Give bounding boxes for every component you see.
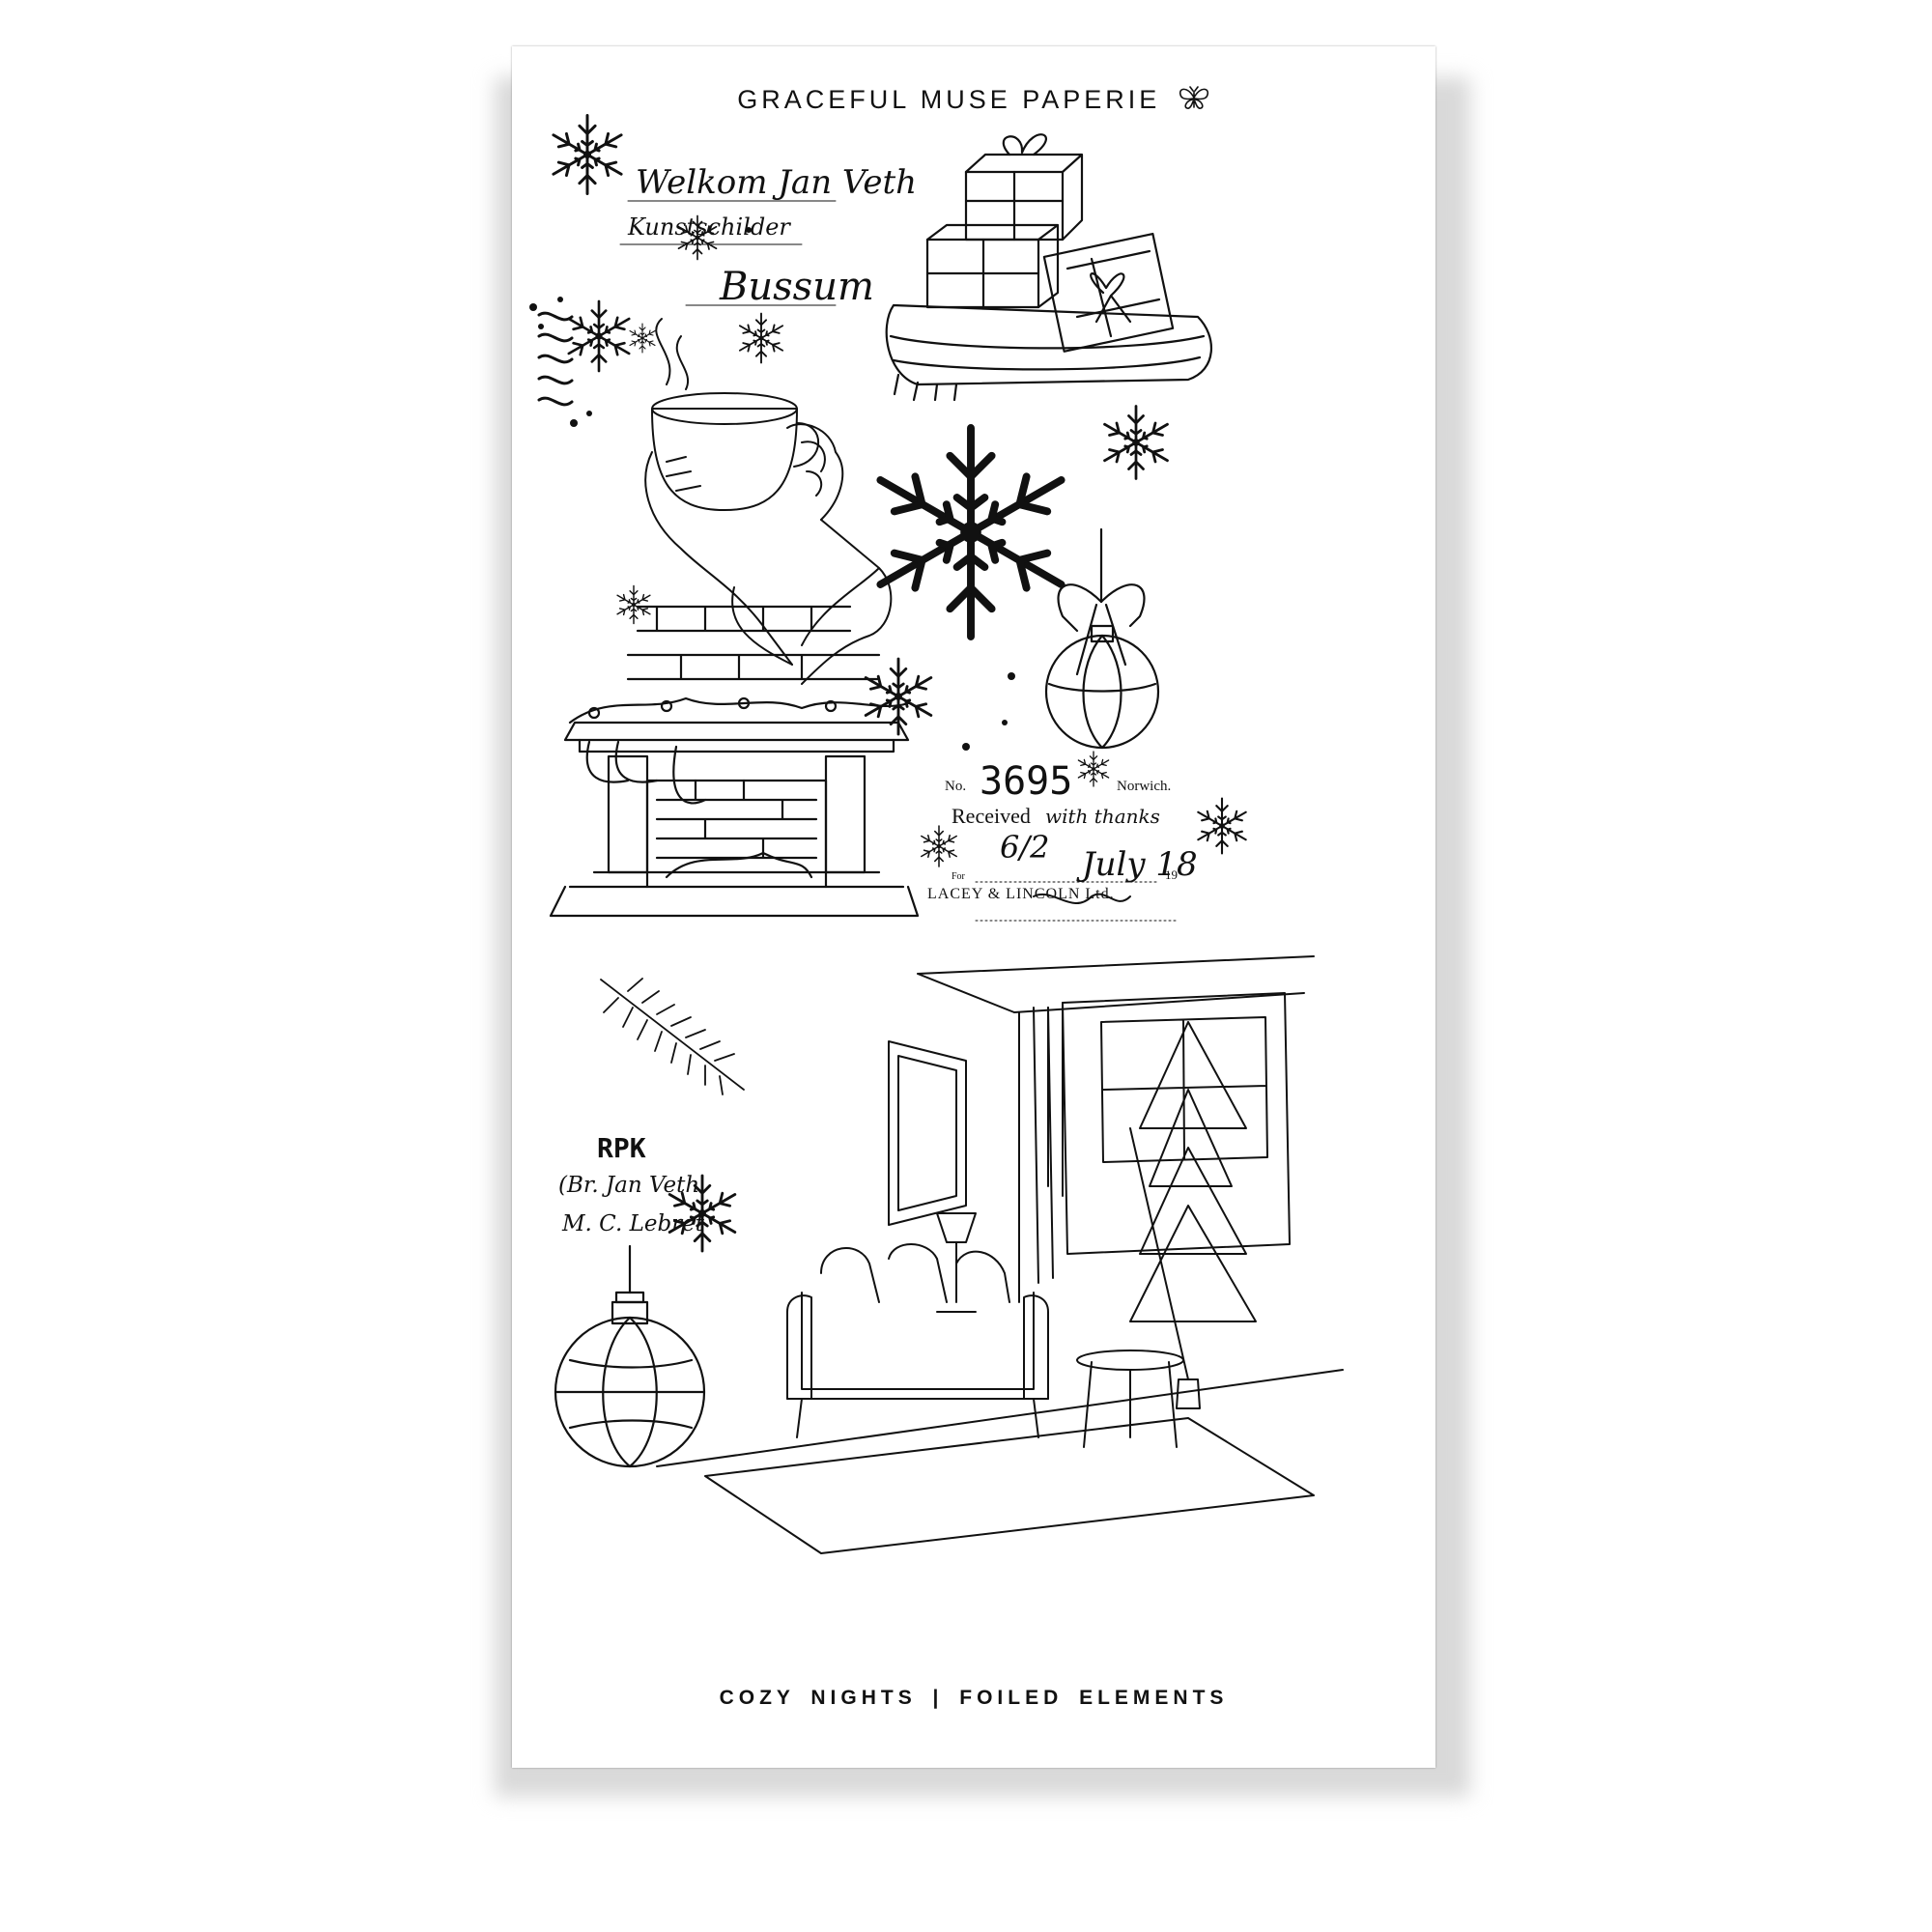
receipt-sticker: No. 3695 Norwich. Received with thanks 6… [921,751,1247,922]
rpk-line-2: (Br. Jan Veth [558,1173,699,1198]
rpk-line-3: M. C. Lebret [561,1211,705,1236]
snowflake-icon [738,312,784,364]
pine-branch-sticker [600,978,745,1095]
snowflake-icon [616,584,651,625]
large-snowflake-icon [880,428,1061,637]
receipt-with-thanks: with thanks [1045,805,1160,828]
script-line-3: Bussum [719,265,874,309]
rpk-stamp: RPK [597,1132,646,1164]
snowflake-icon [629,323,656,354]
postmark-sticker [537,299,784,625]
snowflake-icon [1197,797,1247,855]
hands-holding-cup-sticker [644,318,893,685]
receipt-amount: 6/2 [1000,829,1050,866]
sticker-sheet: GRACEFUL MUSE PAPERIE [512,46,1435,1768]
living-room-sticker [656,955,1344,1554]
receipt-date: July 18 [1076,845,1198,884]
receipt-city: Norwich. [1117,779,1171,794]
snowflake-icon [567,299,631,373]
receipt-number: 3695 [980,759,1072,804]
snowflake-icon [1103,405,1169,480]
script-line-1: Welkom Jan Veth [636,163,917,202]
brand-header: GRACEFUL MUSE PAPERIE [512,85,1435,115]
script-note-sticker: Welkom Jan Veth Kunstschilder Bussum [529,114,917,354]
snowflake-icon [1077,751,1110,787]
butterfly-icon [1179,86,1208,109]
receipt-company: LACEY & LINCOLN Ltd. [927,886,1115,902]
snowflake-icon [552,114,623,195]
snowflake-icon [921,825,957,867]
gifts-on-blanket-sticker [885,133,1212,402]
sheet-footer: COZY NIGHTS | FOILED ELEMENTS [719,1687,1229,1709]
rpk-note-sticker: RPK (Br. Jan Veth M. C. Lebret [558,1132,737,1253]
script-line-2: Kunstschilder [627,213,791,241]
receipt-year: 19 [1165,867,1178,882]
brand-name: GRACEFUL MUSE PAPERIE [737,85,1161,114]
hanging-ornament-sticker [554,1244,706,1468]
receipt-for-label: For [952,871,966,882]
receipt-number-label: No. [945,779,966,794]
receipt-received: Received [952,804,1031,828]
ornament-with-bow-sticker [1044,527,1160,750]
fireplace-with-stockings-sticker [549,605,920,918]
sticker-artwork: Welkom Jan Veth Kunstschilder Bussum [529,114,1344,1554]
